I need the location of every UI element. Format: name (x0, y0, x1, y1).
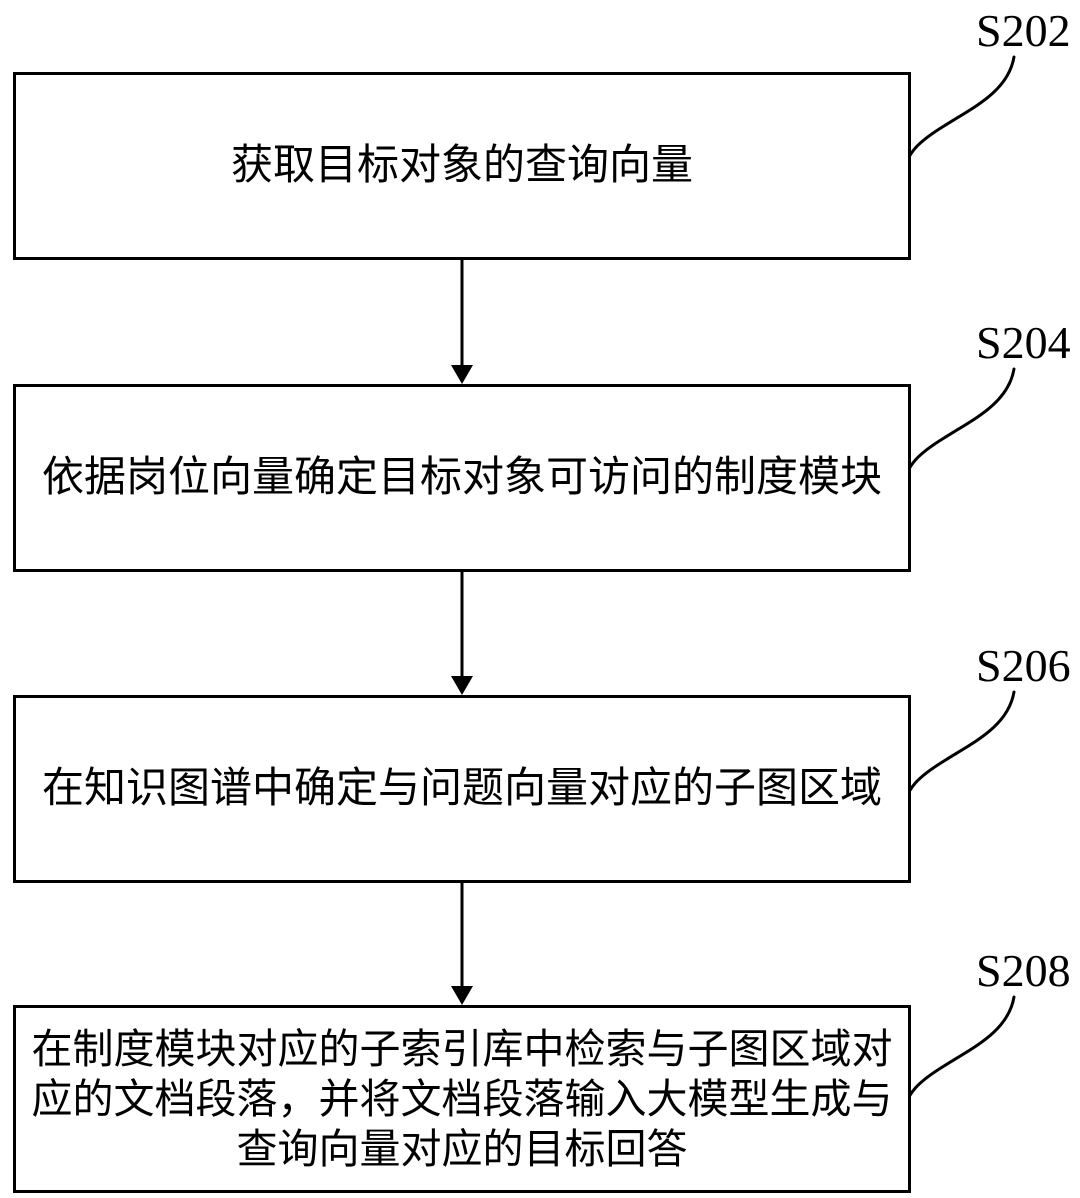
step-box-s206: 在知识图谱中确定与问题向量对应的子图区域 (13, 695, 911, 883)
step-box-s208: 在制度模块对应的子索引库中检索与子图区域对 应的文档段落，并将文档段落输入大模型… (13, 1005, 911, 1193)
flow-arrow-1 (451, 260, 473, 384)
leader-line-s206 (899, 690, 1016, 813)
step-label-s202: S202 (976, 5, 1071, 56)
step-box-s204: 依据岗位向量确定目标对象可访问的制度模块 (13, 384, 911, 572)
step-box-s208-text-line2: 应的文档段落，并将文档段落输入大模型生成与 (31, 1076, 893, 1122)
step-label-s208: S208 (976, 945, 1071, 996)
step-box-s202: 获取目标对象的查询向量 (13, 72, 911, 260)
step-label-s204: S204 (976, 317, 1071, 368)
step-label-s206: S206 (976, 640, 1071, 691)
flow-arrow-3 (451, 883, 473, 1005)
step-box-s204-text: 依据岗位向量确定目标对象可访问的制度模块 (41, 455, 882, 501)
leader-line-s202 (899, 55, 1016, 178)
flow-arrow-2 (451, 572, 473, 695)
leader-line-s204 (899, 367, 1016, 490)
leader-line-s208 (899, 995, 1016, 1118)
step-box-s208-text-line1: 在制度模块对应的子索引库中检索与子图区域对 (31, 1026, 893, 1072)
step-box-s206-text: 在知识图谱中确定与问题向量对应的子图区域 (41, 766, 882, 812)
step-box-s202-text: 获取目标对象的查询向量 (230, 143, 693, 189)
step-box-s208-text-line3: 查询向量对应的目标回答 (236, 1126, 688, 1172)
